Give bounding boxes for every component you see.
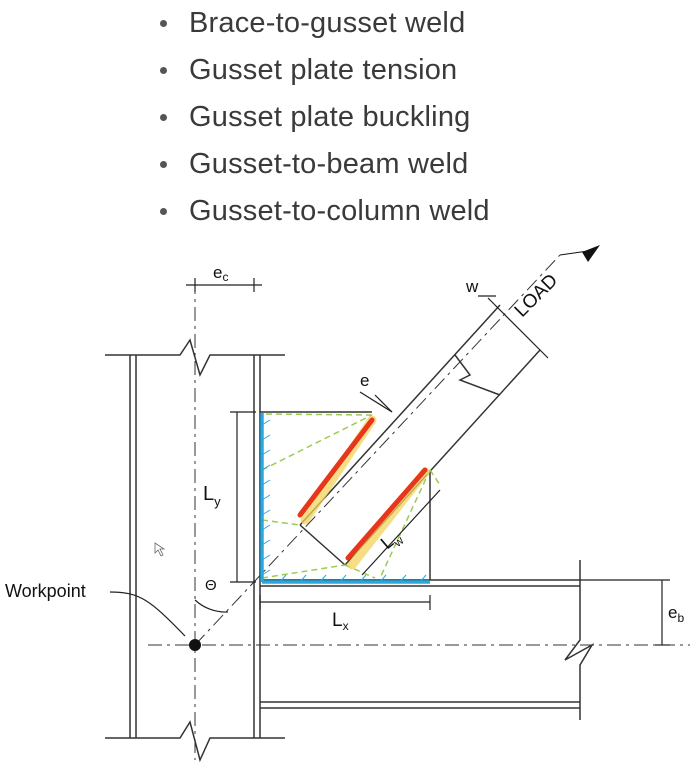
label-eb: eb (668, 603, 684, 625)
bullet-text: Gusset-to-column weld (189, 195, 490, 227)
bullet-item: Gusset plate buckling (150, 94, 690, 141)
label-workpoint: Workpoint (5, 581, 86, 601)
gusset-plate (260, 411, 431, 580)
label-e: e (360, 371, 369, 390)
column (105, 280, 285, 763)
cursor-icon (154, 542, 166, 557)
bullet-text: Brace-to-gusset weld (189, 7, 466, 39)
bullet-item: Gusset plate tension (150, 47, 690, 94)
bullet-text: Gusset plate tension (189, 54, 458, 86)
diagram-labels: ec w LOAD e Ly Lw Θ Lx eb Workpoint (5, 263, 684, 633)
bullet-item: Gusset-to-column weld (150, 188, 690, 235)
label-load: LOAD (511, 270, 562, 321)
bullet-text: Gusset-to-beam weld (189, 148, 469, 180)
bullet-dot (160, 114, 167, 121)
gusset-weld (260, 413, 430, 584)
bullet-item: Gusset-to-beam weld (150, 141, 690, 188)
bullet-dot (160, 20, 167, 27)
gusset-connection-diagram: ec w LOAD e Ly Lw Θ Lx eb Workpoint (5, 245, 690, 763)
load-arrow (559, 245, 600, 262)
bullet-item: Brace-to-gusset weld (150, 0, 690, 47)
bullet-dot (160, 161, 167, 168)
weld-hatch (261, 419, 427, 583)
dimensions (109, 278, 670, 646)
bullet-dot (160, 67, 167, 74)
label-ly: Ly (203, 483, 221, 509)
label-theta: Θ (205, 577, 217, 594)
beam (148, 560, 690, 720)
label-ec: ec (213, 263, 228, 284)
label-lx: Lx (332, 610, 349, 633)
workpoint-dot (189, 639, 201, 651)
brace-weld (297, 417, 428, 561)
bullet-text: Gusset plate buckling (189, 101, 471, 133)
bullet-list: Brace-to-gusset weld Gusset plate tensio… (150, 0, 690, 235)
bullet-dot (160, 208, 167, 215)
label-w: w (465, 277, 479, 296)
